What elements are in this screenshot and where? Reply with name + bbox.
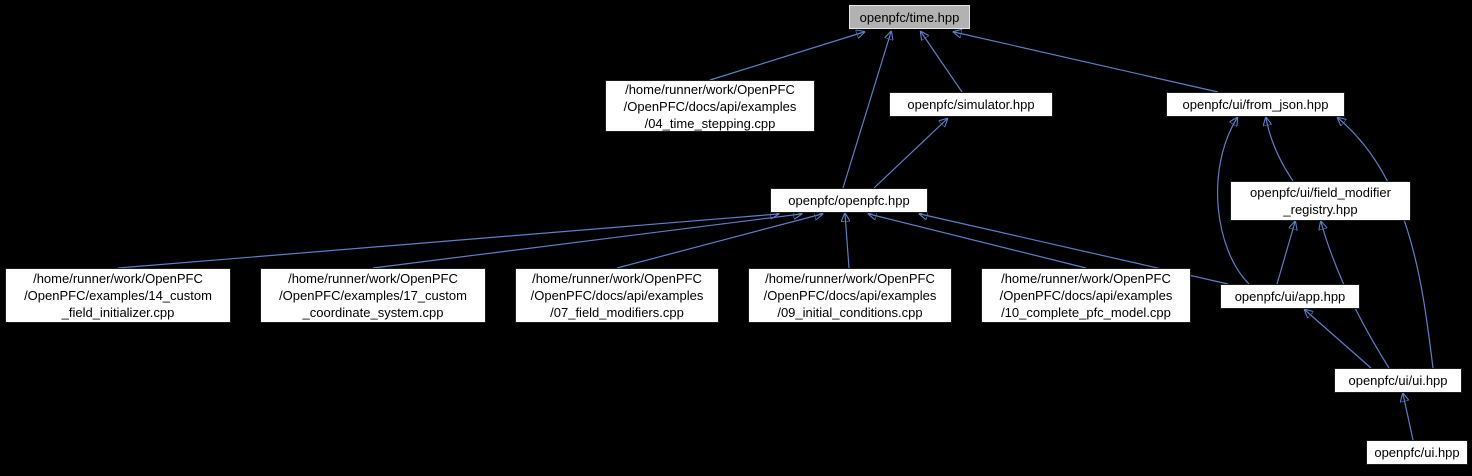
node-14-custom-field-initializer-cpp[interactable]: /home/runner/work/OpenPFC /OpenPFC/examp… [5,268,231,323]
edge-from-json-to-time [954,32,1219,93]
edge-04-time-stepping-to-time [709,32,864,81]
node-07-field-modifiers-cpp[interactable]: /home/runner/work/OpenPFC /OpenPFC/docs/… [515,268,719,323]
edge-ex17-to-openpfc [372,214,801,269]
edge-ui-ui-to-app [1305,310,1372,369]
edge-openpfc-to-simulator [873,119,947,189]
edge-openpfc-to-time [842,32,891,189]
edge-ex09-to-openpfc [845,214,849,269]
node-openpfc-ui-field-modifier-registry-hpp[interactable]: openpfc/ui/field_modifier _registry.hpp [1230,181,1411,221]
node-04-time-stepping-cpp[interactable]: /home/runner/work/OpenPFC /OpenPFC/docs/… [605,80,815,132]
edge-ex14-to-openpfc [117,214,778,269]
edge-app-to-registry [1276,222,1295,285]
edge-simulator-to-time [921,32,963,93]
node-openpfc-ui-hpp[interactable]: openpfc/ui.hpp [1366,440,1468,465]
edge-ui-ui-to-from-json [1338,118,1434,369]
node-openpfc-time-hpp[interactable]: openpfc/time.hpp [849,5,970,29]
edge-registry-to-from-json [1266,118,1294,182]
node-17-custom-coordinate-system-cpp[interactable]: /home/runner/work/OpenPFC /OpenPFC/examp… [260,268,486,323]
edge-ui-to-ui-ui [1403,394,1414,441]
node-openpfc-ui-ui-hpp[interactable]: openpfc/ui/ui.hpp [1334,368,1462,393]
node-openpfc-openpfc-hpp[interactable]: openpfc/openpfc.hpp [770,188,928,213]
edge-ex07-to-openpfc [616,214,822,269]
node-openpfc-ui-from-json-hpp[interactable]: openpfc/ui/from_json.hpp [1166,92,1345,117]
node-openpfc-simulator-hpp[interactable]: openpfc/simulator.hpp [889,92,1053,117]
node-10-complete-pfc-model-cpp[interactable]: /home/runner/work/OpenPFC /OpenPFC/docs/… [981,268,1191,323]
node-09-initial-conditions-cpp[interactable]: /home/runner/work/OpenPFC /OpenPFC/docs/… [748,268,952,323]
node-openpfc-ui-app-hpp[interactable]: openpfc/ui/app.hpp [1220,284,1360,309]
edge-ex10-to-openpfc [869,214,1087,269]
